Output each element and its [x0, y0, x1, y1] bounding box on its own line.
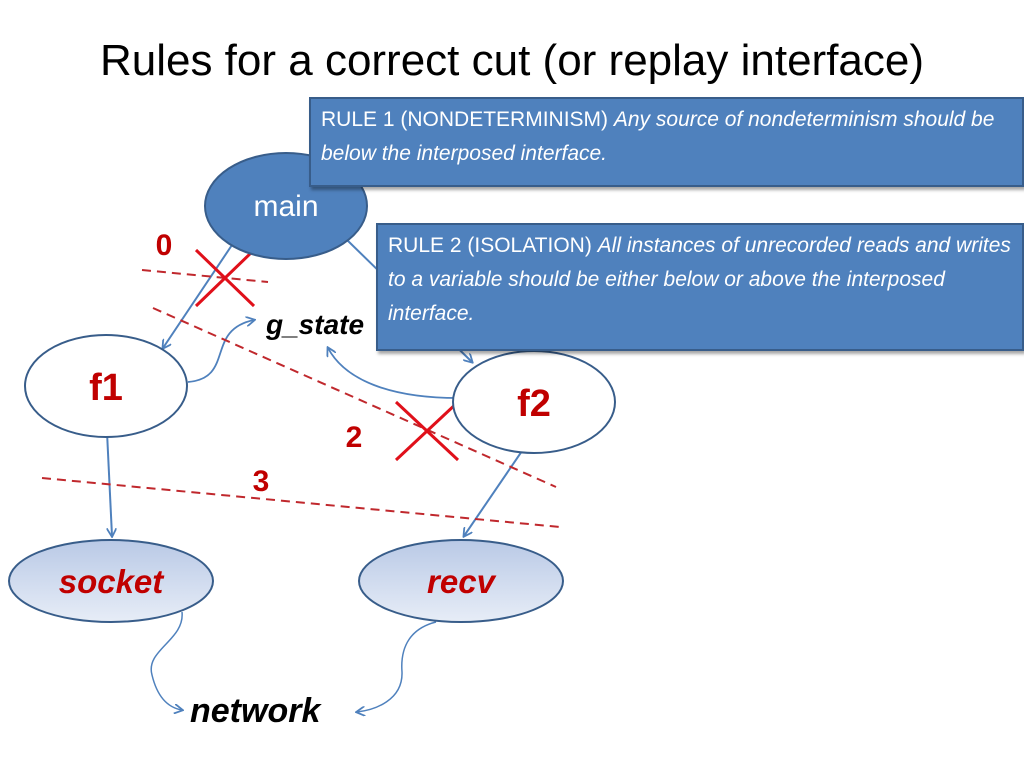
recv-label: recv	[427, 563, 497, 600]
edge-f2-recv	[464, 450, 523, 536]
edge-socket-network	[150, 611, 182, 710]
slide-title: Rules for a correct cut (or replay inter…	[99, 36, 925, 85]
edge-f1-gstate	[187, 320, 254, 383]
f2-node	[452, 350, 616, 454]
g-state-label: g_state	[265, 309, 364, 340]
cut-2-number: 2	[346, 421, 363, 454]
socket-label: socket	[59, 563, 166, 600]
recv-node	[358, 539, 564, 623]
f1-label: f1	[89, 367, 123, 409]
cut-line-0	[141, 269, 269, 283]
f1-node	[24, 334, 188, 438]
rule-1-label: RULE 1 (NONDETERMINISM)	[321, 108, 609, 131]
f2-label: f2	[517, 383, 551, 425]
invalid-cut-0-mark	[194, 248, 256, 308]
edge-recv-network	[357, 621, 437, 712]
network-label: network	[190, 692, 322, 730]
rule-2-box: RULE 2 (ISOLATION) All instances of unre…	[376, 223, 1024, 351]
socket-node	[8, 539, 214, 623]
cut-line-2	[152, 307, 557, 488]
cut-3-number: 3	[253, 465, 270, 498]
cut-line-3	[41, 477, 561, 528]
rule-1-description: Any source of nondeterminism should be b…	[321, 108, 995, 165]
invalid-cut-2-mark	[394, 400, 460, 462]
rule-1-box: RULE 1 (NONDETERMINISM) Any source of no…	[309, 97, 1024, 187]
cut-0-number: 0	[156, 229, 173, 262]
edge-main-f1	[163, 238, 237, 348]
edge-f2-gstate	[328, 348, 459, 399]
rule-2-description: All instances of unrecorded reads and wr…	[388, 234, 1011, 325]
main-label: main	[253, 190, 318, 223]
rule-2-label: RULE 2 (ISOLATION)	[388, 234, 592, 257]
